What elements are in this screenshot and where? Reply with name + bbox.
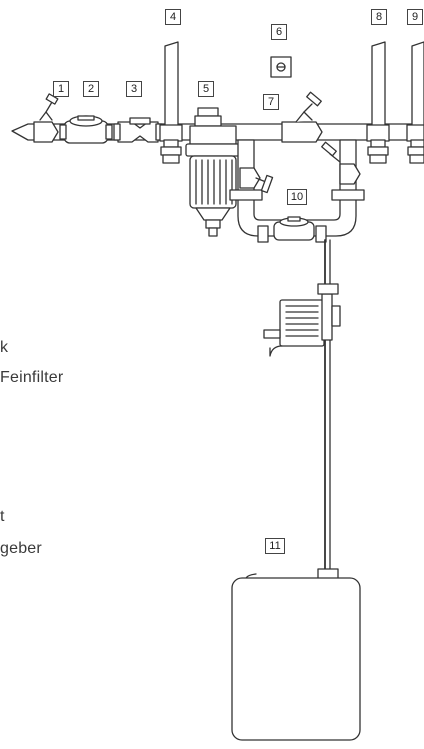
filter-5 [185, 107, 241, 237]
legend-fragment-4: geber [0, 540, 42, 557]
label-5: 5 [198, 81, 214, 97]
label-9: 9 [407, 9, 423, 25]
legend-fragment-2: Feinfilter [0, 369, 64, 386]
label-7: 7 [263, 94, 279, 110]
water-meter-10 [273, 216, 315, 241]
label-8: 8 [371, 9, 387, 25]
bypass-valve-right [321, 141, 361, 185]
check-valve-3 [113, 117, 163, 143]
water-meter-2 [59, 115, 113, 144]
label-10: 10 [287, 189, 307, 205]
riser-8 [366, 41, 390, 164]
dosing-pump [263, 283, 341, 357]
shutoff-valve-1 [33, 93, 59, 143]
riser-4 [159, 41, 183, 164]
label-1: 1 [53, 81, 69, 97]
label-2: 2 [83, 81, 99, 97]
bypass-valve-left [239, 167, 274, 194]
sensor-6 [270, 56, 292, 78]
bypass-loop [229, 139, 365, 243]
label-6: 6 [271, 24, 287, 40]
label-3: 3 [126, 81, 142, 97]
legend-fragment-3: t [0, 508, 5, 525]
legend-fragment-1: k [0, 339, 9, 356]
label-4: 4 [165, 9, 181, 25]
valve-7 [281, 91, 323, 143]
label-11: 11 [265, 538, 285, 554]
riser-9 [406, 41, 424, 164]
chemical-tank-11 [231, 568, 361, 741]
